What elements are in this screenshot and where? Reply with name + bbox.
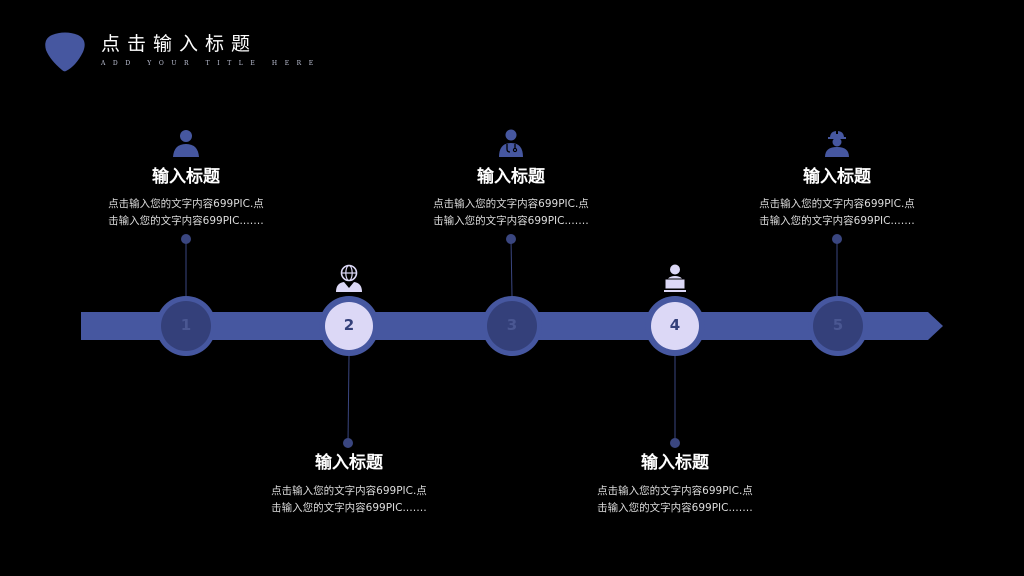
- event-desc-2-line1: 点击输入您的文字内容699PIC.点: [271, 485, 427, 497]
- person-icon: [173, 130, 199, 157]
- connector-2: [347, 355, 350, 444]
- node-number-3: 3: [506, 316, 518, 334]
- event-desc-2: 点击输入您的文字内容699PIC.点 击输入您的文字内容699PIC.……: [249, 483, 449, 517]
- doctor-icon: [499, 129, 523, 157]
- event-desc-3: 点击输入您的文字内容699PIC.点 击输入您的文字内容699PIC.……: [411, 196, 611, 230]
- event-desc-3-line1: 点击输入您的文字内容699PIC.点: [433, 198, 589, 210]
- node-5: [808, 296, 868, 356]
- page-title: 点击输入标题: [101, 33, 258, 55]
- event-desc-2-line2: 击输入您的文字内容699PIC.……: [271, 502, 427, 514]
- event-desc-1-line2: 击输入您的文字内容699PIC.……: [108, 215, 264, 227]
- node-number-4: 4: [669, 316, 681, 334]
- event-desc-5-line2: 击输入您的文字内容699PIC.……: [759, 215, 915, 227]
- connector-dot-4: [670, 438, 680, 448]
- event-title-3: 输入标题: [477, 167, 545, 187]
- node-3: [482, 296, 542, 356]
- connector-dot-3: [506, 234, 516, 244]
- node-number-1: 1: [180, 316, 192, 334]
- event-desc-4: 点击输入您的文字内容699PIC.点 击输入您的文字内容699PIC.……: [575, 483, 775, 517]
- event-title-4: 输入标题: [641, 453, 709, 473]
- node-number-5: 5: [832, 316, 844, 334]
- event-desc-3-line2: 击输入您的文字内容699PIC.……: [433, 215, 589, 227]
- event-title-5: 输入标题: [803, 167, 871, 187]
- event-title-1: 输入标题: [152, 167, 220, 187]
- worker-icon: [825, 129, 849, 157]
- connector-3: [510, 238, 513, 297]
- connector-dot-5: [832, 234, 842, 244]
- node-2: [319, 296, 379, 356]
- logo-heart-icon: [45, 32, 85, 72]
- event-desc-4-line2: 击输入您的文字内容699PIC.……: [597, 502, 753, 514]
- node-1: [156, 296, 216, 356]
- page-subtitle: ADD YOUR TITLE HERE: [101, 60, 321, 67]
- event-desc-5: 点击输入您的文字内容699PIC.点 击输入您的文字内容699PIC.……: [737, 196, 937, 230]
- globe-person-icon: [336, 264, 362, 292]
- event-desc-5-line1: 点击输入您的文字内容699PIC.点: [759, 198, 915, 210]
- node-4: [645, 296, 705, 356]
- event-title-2: 输入标题: [315, 453, 383, 473]
- connector-dot-2: [343, 438, 353, 448]
- event-desc-1: 点击输入您的文字内容699PIC.点 击输入您的文字内容699PIC.……: [86, 196, 286, 230]
- event-desc-1-line1: 点击输入您的文字内容699PIC.点: [108, 198, 264, 210]
- laptop-user-icon: [664, 264, 686, 292]
- connector-dot-1: [181, 234, 191, 244]
- node-number-2: 2: [343, 316, 355, 334]
- event-desc-4-line1: 点击输入您的文字内容699PIC.点: [597, 485, 753, 497]
